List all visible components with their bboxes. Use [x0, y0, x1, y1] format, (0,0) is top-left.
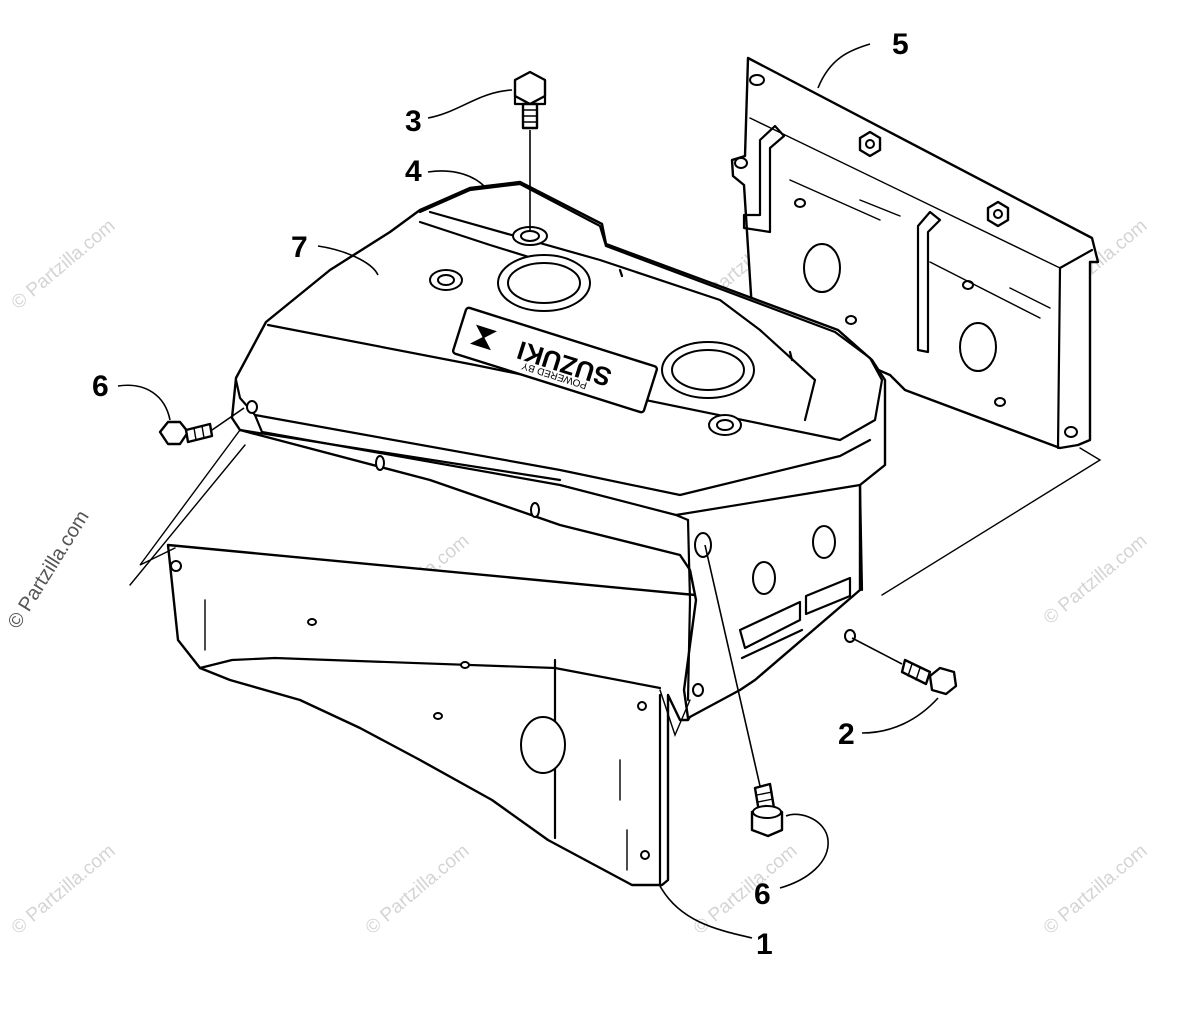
part-4-housing [230, 180, 887, 720]
assembly-lines [129, 429, 1102, 737]
callout-5: 5 [892, 28, 909, 61]
callout-6-left: 6 [92, 370, 109, 403]
watermark: © Partzilla.com [1040, 530, 1152, 628]
badge-plate [451, 306, 659, 414]
part-1-lower-bracket [166, 543, 702, 887]
callouts: 3 4 7 5 6 2 6 1 [92, 28, 909, 961]
watermark: © Partzilla.com [362, 840, 474, 938]
watermark: © Partzilla.com [8, 215, 120, 313]
part-2-bolt-right [851, 637, 958, 696]
suzuki-logo [469, 324, 497, 351]
watermark: © Partzilla.com [8, 840, 120, 938]
part-3-bolt-top [513, 70, 547, 230]
callout-7: 7 [291, 231, 308, 264]
watermark: © Partzilla.com [1040, 840, 1152, 938]
callout-2: 2 [838, 718, 855, 751]
callout-6-bottom: 6 [754, 878, 771, 911]
callout-4: 4 [405, 155, 422, 188]
part-6-bolt-bottom [704, 544, 784, 838]
part-6-bolt-left [158, 407, 245, 446]
watermark: © Partzilla.com [4, 507, 94, 633]
part-5-mounting-plate [730, 56, 1100, 450]
callout-leaders [117, 43, 939, 939]
callout-1: 1 [756, 928, 773, 961]
callout-3: 3 [405, 105, 422, 138]
